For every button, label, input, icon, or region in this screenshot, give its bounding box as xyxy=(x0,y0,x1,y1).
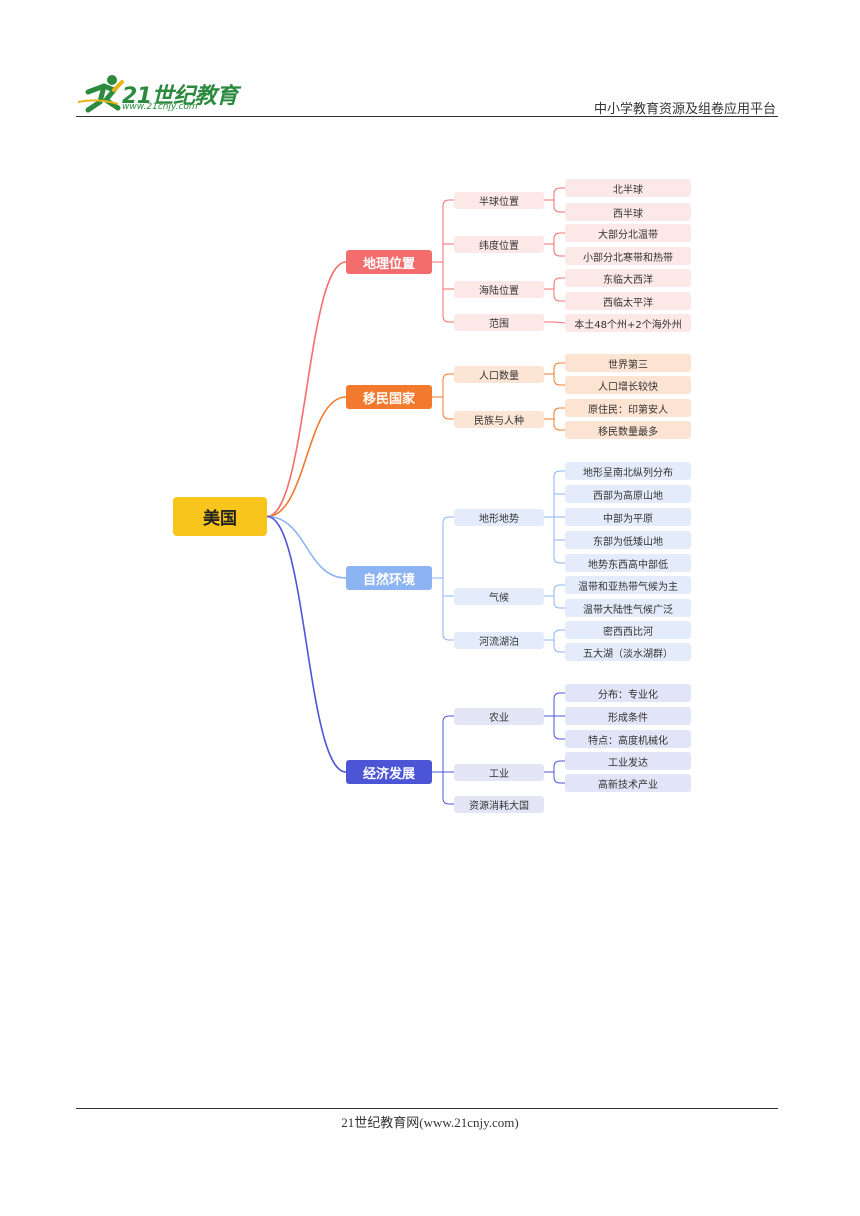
leaf-node[interactable]: 东临大西洋 xyxy=(565,269,691,287)
mindmap-root-node[interactable]: 美国 xyxy=(173,497,267,536)
footer-text: 21世纪教育网(www.21cnjy.com) xyxy=(341,1115,519,1130)
sub-to-leaf-connector xyxy=(544,584,565,609)
sub-to-leaf-connector xyxy=(544,760,565,784)
leaf-node[interactable]: 大部分北温带 xyxy=(565,224,691,242)
branch-to-sub-connector xyxy=(432,199,454,323)
sub-to-leaf-connector xyxy=(544,692,565,740)
leaf-node[interactable]: 原住民：印第安人 xyxy=(565,399,691,417)
subnode-sea-land[interactable]: 海陆位置 xyxy=(454,280,544,298)
runner-logo-icon xyxy=(78,75,124,113)
branch-node-natural-environment[interactable]: 自然环境 xyxy=(346,566,432,590)
leaf-node[interactable]: 世界第三 xyxy=(565,354,691,372)
root-to-branch-connector xyxy=(266,515,347,579)
sub-to-leaf-connector xyxy=(544,470,565,564)
sub-to-leaf-connector xyxy=(544,321,566,324)
root-to-branch-connector xyxy=(266,515,347,773)
sub-to-leaf-connector xyxy=(544,277,565,302)
sub-to-leaf-connector xyxy=(544,629,565,653)
subnode-latitude[interactable]: 纬度位置 xyxy=(454,235,544,253)
leaf-node[interactable]: 分布：专业化 xyxy=(565,684,691,702)
subnode-terrain[interactable]: 地形地势 xyxy=(454,508,544,526)
sub-to-leaf-connector xyxy=(544,232,565,257)
branch-to-sub-connector xyxy=(432,715,454,805)
leaf-node[interactable]: 温带大陆性气候广泛 xyxy=(565,599,691,617)
subnode-industry[interactable]: 工业 xyxy=(454,763,544,781)
root-to-branch-connector xyxy=(266,396,347,518)
branch-to-sub-connector xyxy=(432,373,454,420)
sub-to-leaf-connector xyxy=(544,362,565,386)
subnode-hemisphere[interactable]: 半球位置 xyxy=(454,191,544,209)
leaf-node[interactable]: 人口增长较快 xyxy=(565,376,691,394)
leaf-node[interactable]: 高新技术产业 xyxy=(565,774,691,792)
leaf-node[interactable]: 小部分北寒带和热带 xyxy=(565,247,691,265)
subnode-rivers-lakes[interactable]: 河流湖泊 xyxy=(454,631,544,649)
subnode-agriculture[interactable]: 农业 xyxy=(454,707,544,725)
subnode-climate[interactable]: 气候 xyxy=(454,587,544,605)
leaf-node[interactable]: 本土48个州+2个海外州 xyxy=(565,314,691,332)
leaf-node[interactable]: 中部为平原 xyxy=(565,508,691,526)
branch-node-economic-development[interactable]: 经济发展 xyxy=(346,760,432,784)
leaf-node[interactable]: 特点：高度机械化 xyxy=(565,730,691,748)
leaf-node[interactable]: 西部为高原山地 xyxy=(565,485,691,503)
logo-text: 21世纪教育 xyxy=(122,84,238,109)
leaf-node[interactable]: 西半球 xyxy=(565,203,691,221)
branch-node-geographic-location[interactable]: 地理位置 xyxy=(346,250,432,274)
subnode-population[interactable]: 人口数量 xyxy=(454,365,544,383)
branch-node-immigrant-country[interactable]: 移民国家 xyxy=(346,385,432,409)
root-to-branch-connector xyxy=(266,261,347,518)
leaf-node[interactable]: 五大湖（淡水湖群） xyxy=(565,643,691,661)
platform-title: 中小学教育资源及组卷应用平台 xyxy=(593,102,776,117)
sub-to-leaf-connector xyxy=(544,407,565,431)
branch-to-sub-connector xyxy=(432,516,454,641)
subnode-extent[interactable]: 范围 xyxy=(454,313,544,331)
logo-url: www.21cnjy.com xyxy=(122,102,198,112)
leaf-node[interactable]: 温带和亚热带气候为主 xyxy=(565,576,691,594)
subnode-ethnicity[interactable]: 民族与人种 xyxy=(454,410,544,428)
leaf-node[interactable]: 西临太平洋 xyxy=(565,292,691,310)
leaf-node[interactable]: 密西西比河 xyxy=(565,621,691,639)
leaf-node[interactable]: 形成条件 xyxy=(565,707,691,725)
leaf-node[interactable]: 东部为低矮山地 xyxy=(565,531,691,549)
header-rule xyxy=(76,116,778,117)
footer-rule xyxy=(76,1108,778,1109)
leaf-node[interactable]: 地势东西高中部低 xyxy=(565,554,691,572)
sub-to-leaf-connector xyxy=(544,187,565,213)
leaf-node[interactable]: 地形呈南北纵列分布 xyxy=(565,462,691,480)
leaf-node[interactable]: 移民数量最多 xyxy=(565,421,691,439)
subnode-resource-consumer[interactable]: 资源消耗大国 xyxy=(454,795,544,813)
leaf-node[interactable]: 工业发达 xyxy=(565,752,691,770)
leaf-node[interactable]: 北半球 xyxy=(565,179,691,197)
